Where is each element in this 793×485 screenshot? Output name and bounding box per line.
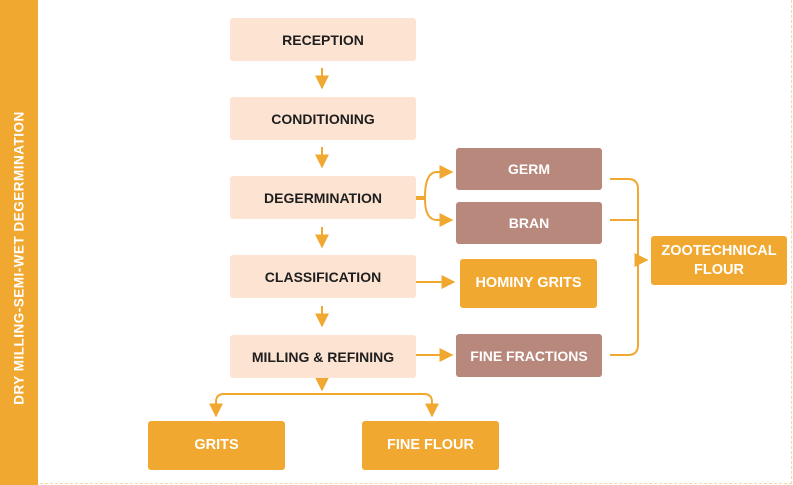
product-grits-label: GRITS: [194, 437, 239, 453]
step-degermination: DEGERMINATION: [230, 176, 416, 219]
product-zootechnical-flour: ZOOTECHNICAL FLOUR: [651, 236, 787, 285]
product-fine-flour-label: FINE FLOUR: [387, 437, 474, 453]
step-conditioning-label: CONDITIONING: [271, 110, 375, 127]
byproduct-germ-label: GERM: [508, 161, 550, 177]
step-classification: CLASSIFICATION: [230, 255, 416, 298]
byproduct-bran: BRAN: [456, 202, 602, 244]
product-grits: GRITS: [148, 421, 285, 470]
collector-germ: [610, 178, 639, 260]
step-reception-label: RECEPTION: [282, 31, 364, 48]
step-milling-refining-label: MILLING & REFINING: [251, 348, 395, 365]
step-conditioning: CONDITIONING: [230, 97, 416, 140]
product-zootechnical-flour-line1: ZOOTECHNICAL: [661, 242, 777, 259]
step-degermination-label: DEGERMINATION: [264, 189, 382, 206]
byproduct-germ: GERM: [456, 148, 602, 190]
step-milling-refining: MILLING & REFINING: [230, 335, 416, 378]
byproduct-bran-label: BRAN: [508, 215, 550, 231]
byproduct-fine-fractions-label: FINE FRACTIONS: [470, 347, 588, 364]
product-fine-flour: FINE FLOUR: [362, 421, 499, 470]
product-zootechnical-flour-line2: FLOUR: [694, 261, 744, 278]
product-hominy-grits-label: HOMINY GRITS: [475, 275, 582, 291]
arrow-degermination-germ: [416, 165, 454, 198]
step-reception: RECEPTION: [230, 18, 416, 61]
step-classification-label: CLASSIFICATION: [264, 268, 382, 285]
byproduct-fine-fractions: FINE FRACTIONS: [456, 334, 602, 377]
split-bar: [209, 393, 439, 418]
process-sidebar: DRY MILLING-SEMI-WET DEGERMINATION: [0, 0, 38, 485]
arrow-degermination-bran: [416, 198, 454, 227]
collector-fine-fractions: [610, 260, 639, 356]
product-hominy-grits: HOMINY GRITS: [460, 259, 597, 308]
